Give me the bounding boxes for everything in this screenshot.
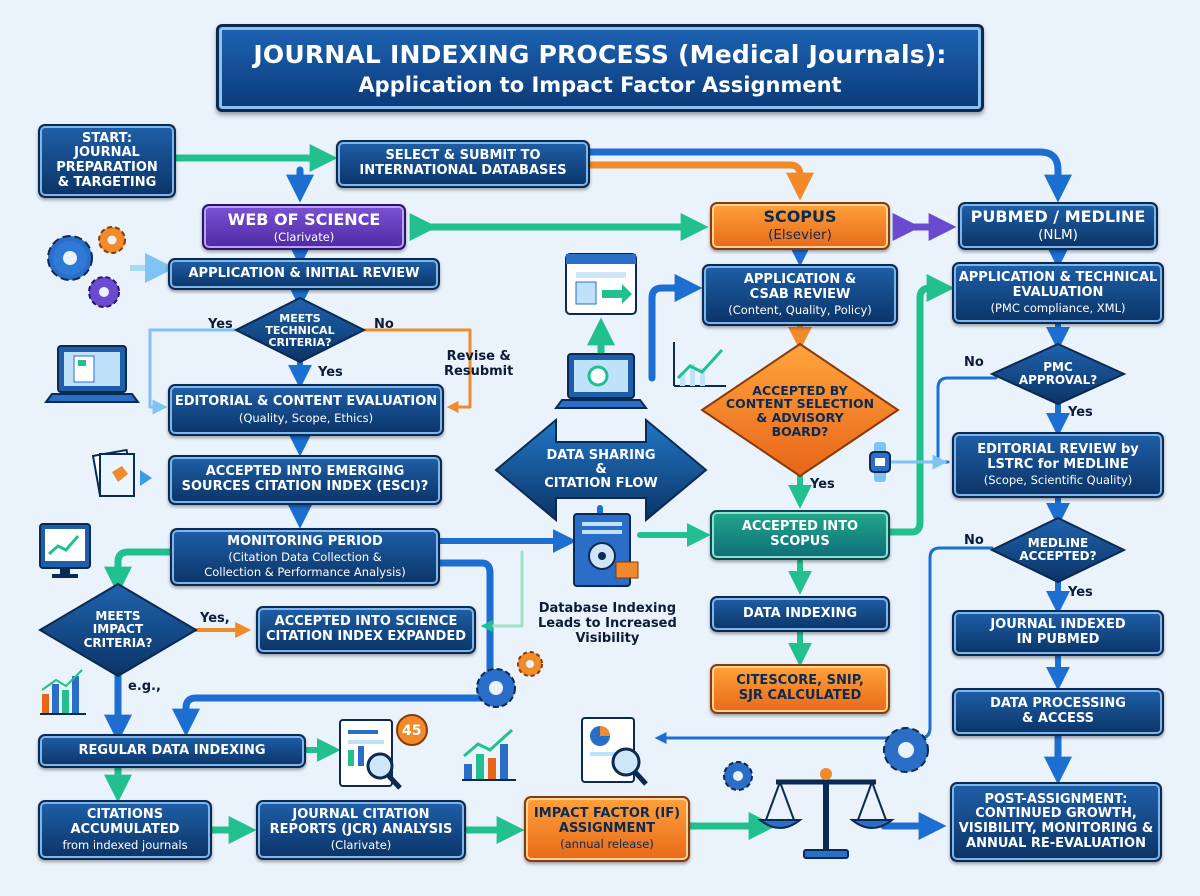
arrow-revise-loop [362, 328, 472, 413]
diamond-csab [700, 342, 900, 478]
laptop-icon [554, 353, 648, 409]
node-select-submit[interactable]: SELECT & SUBMIT TO INTERNATIONAL DATABAS… [336, 140, 590, 188]
node-impact-factor[interactable]: IMPACT FACTOR (IF) ASSIGNMENT (annual re… [524, 796, 690, 862]
title-line-2: Application to Impact Factor Assignment [358, 72, 842, 97]
node-pm-application[interactable]: APPLICATION & TECHNICAL EVALUATION (PMC … [952, 262, 1164, 324]
node-pubmed[interactable]: PUBMED / MEDLINE (NLM) [958, 202, 1158, 250]
node-pm-processing[interactable]: DATA PROCESSING & ACCESS [952, 688, 1164, 736]
node-citations[interactable]: CITATIONS ACCUMULATED from indexed journ… [38, 800, 212, 860]
badge-count: 45 [402, 723, 422, 739]
arrow-visibility-feedback [480, 550, 524, 632]
text-technical-criteria: MEETS TECHNICAL CRITERIA? [265, 311, 335, 350]
node-lstrc[interactable]: EDITORIAL REVIEW by LSTRC for MEDLINE (S… [952, 432, 1164, 498]
node-start[interactable]: START: JOURNAL PREPARATION & TARGETING [38, 124, 176, 198]
node-web-of-science[interactable]: WEB OF SCIENCE (Clarivate) [202, 204, 406, 250]
diamond-medline-accepted [989, 516, 1127, 584]
node-monitoring[interactable]: MONITORING PERIOD (Citation Data Collect… [170, 528, 440, 586]
label-yes-csab: Yes [810, 477, 835, 492]
label-no-technical: No [374, 317, 394, 332]
node-scopus-application[interactable]: APPLICATION & CSAB REVIEW (Content, Qual… [702, 264, 898, 326]
arrow-select-to-scopus [586, 161, 814, 201]
arrow-pmc-no [936, 376, 998, 464]
text-impact-criteria: MEETS IMPACT CRITERIA? [83, 609, 153, 650]
label-yes-technical-down: Yes [318, 365, 343, 380]
text-csab: ACCEPTED BY CONTENT SELECTION & ADVISORY… [725, 382, 875, 439]
node-citescore[interactable]: CITESCORE, SNIP, SJR calculated [710, 664, 890, 714]
label-revise-resubmit: Revise & Resubmit [444, 349, 514, 379]
title-banner: JOURNAL INDEXING PROCESS (Medical Journa… [216, 24, 984, 112]
text-pmc-approval: PMC APPROVAL? [1018, 359, 1098, 387]
arrow-monitoring-to-impact [104, 548, 174, 595]
node-esci[interactable]: ACCEPTED INTO EMERGING SOURCES CITATION … [168, 455, 442, 505]
report-magnifier-icon [581, 717, 648, 786]
laptop-icon [44, 345, 140, 403]
node-jcr[interactable]: JOURNAL CITATION REPORTS (JCR) ANALYSIS … [256, 800, 466, 860]
diamond-impact-criteria [38, 582, 198, 678]
gear-icon [88, 276, 120, 308]
label-no-medline: No [964, 533, 984, 548]
gear-icon [476, 668, 516, 708]
browser-window-icon [565, 253, 637, 315]
label-yes-technical-left: Yes [208, 317, 233, 332]
arrow-technical-yes-left [148, 328, 238, 415]
gear-icon [47, 235, 93, 281]
gear-icon [98, 226, 126, 254]
title-line-1: JOURNAL INDEXING PROCESS (Medical Journa… [253, 39, 947, 69]
label-eg: e.g., [128, 679, 161, 694]
smartwatch-icon [869, 442, 891, 482]
arrow-scopus-to-pm-app [886, 274, 955, 536]
gear-icon [723, 761, 753, 791]
node-pm-indexed[interactable]: JOURNAL INDEXED IN PUBMED [952, 610, 1164, 656]
node-scie[interactable]: ACCEPTED INTO SCIENCE CITATION INDEX EXP… [256, 606, 476, 654]
label-no-pmc: No [964, 355, 984, 370]
node-post-assignment[interactable]: POST-ASSIGNMENT: CONTINUED GROWTH, VISIB… [950, 782, 1162, 862]
balance-scale-icon [757, 768, 895, 859]
label-visibility: Database Indexing Leads to Increased Vis… [538, 601, 677, 646]
line-chart-icon [673, 342, 726, 387]
diamond-technical-criteria [233, 296, 367, 364]
text-data-sharing: DATA SHARING & CITATION FLOW [544, 447, 658, 492]
node-scopus[interactable]: SCOPUS (Elsevier) [710, 202, 890, 250]
connectors [104, 144, 1072, 844]
data-sharing-block [494, 417, 708, 523]
monitor-chart-icon [39, 523, 91, 578]
bar-chart-icon [40, 669, 86, 715]
database-document-icon [573, 513, 639, 587]
report-magnifier-icon [339, 714, 428, 790]
node-scopus-indexing[interactable]: DATA INDEXING [710, 596, 890, 632]
node-wos-application[interactable]: APPLICATION & INITIAL REVIEW [168, 258, 440, 290]
gear-icon [517, 651, 543, 677]
arrow-select-to-pubmed [586, 148, 1072, 203]
document-icon [91, 448, 152, 497]
node-wos-editorial[interactable]: EDITORIAL & CONTENT EVALUATION (Quality,… [168, 384, 444, 436]
label-yes-impact: Yes, [200, 611, 230, 626]
bar-chart-icon [462, 728, 516, 781]
arrow-laptop-to-scopus-app [648, 274, 703, 382]
diamond-pmc-approval [989, 342, 1127, 406]
text-medline-accepted: MEDLINE ACCEPTED? [1019, 535, 1097, 563]
node-scopus-accepted[interactable]: ACCEPTED INTO SCOPUS [710, 510, 890, 560]
node-regular-indexing[interactable]: REGULAR DATA INDEXING [38, 734, 306, 768]
label-yes-pmc: Yes [1068, 405, 1093, 420]
gear-icon [883, 727, 929, 773]
label-yes-medline: Yes [1068, 585, 1093, 600]
